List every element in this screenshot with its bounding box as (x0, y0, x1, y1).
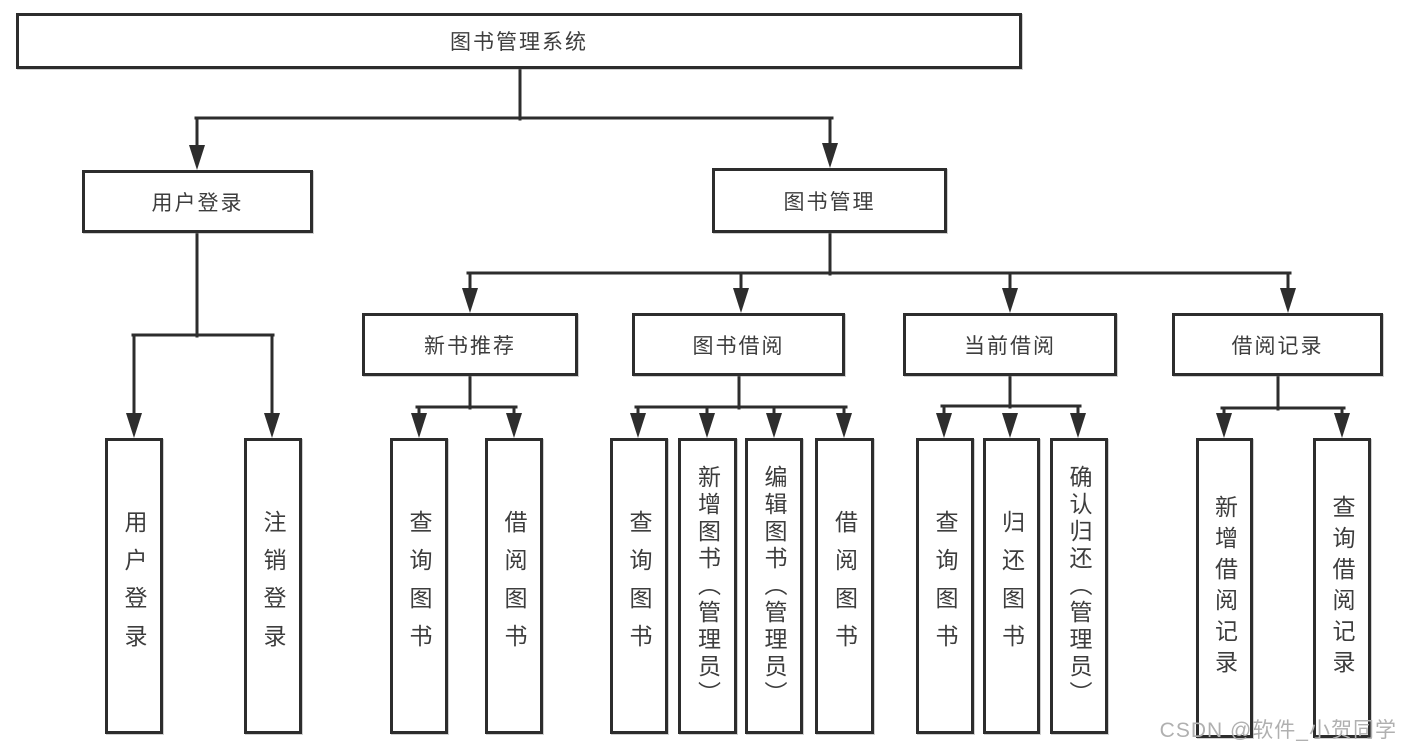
node-query-books-2: 查询图书 (610, 438, 668, 734)
arrowhead-down-icon (1070, 413, 1086, 438)
node-add-books-admin: 新增图书（管理员） (678, 438, 737, 734)
arrowhead-down-icon (1002, 413, 1018, 438)
node-add-borrow-record: 新增借阅记录 (1196, 438, 1253, 738)
watermark-text: CSDN @软件_小贺同学 (1159, 719, 1397, 742)
node-new-book-recommend: 新书推荐 (362, 313, 578, 376)
node-borrow-records: 借阅记录 (1172, 313, 1383, 376)
arrowhead-down-icon (126, 413, 142, 438)
node-query-borrow-record: 查询借阅记录 (1313, 438, 1371, 738)
arrowhead-down-icon (264, 413, 280, 438)
arrowhead-down-icon (1334, 413, 1350, 438)
arrowhead-down-icon (1280, 288, 1296, 313)
node-query-books-3: 查询图书 (916, 438, 974, 734)
node-book-borrowing: 图书借阅 (632, 313, 845, 376)
arrowhead-down-icon (189, 145, 205, 170)
arrowhead-down-icon (1002, 288, 1018, 313)
node-borrow-books-2: 借阅图书 (815, 438, 874, 734)
arrowhead-down-icon (822, 143, 838, 168)
node-query-books-1: 查询图书 (390, 438, 448, 734)
node-user-login: 用户登录 (105, 438, 163, 734)
arrowhead-down-icon (411, 413, 427, 438)
node-book-management: 图书管理 (712, 168, 947, 233)
node-confirm-return-admin: 确认归还（管理员） (1050, 438, 1108, 734)
node-current-borrowing: 当前借阅 (903, 313, 1117, 376)
arrowhead-down-icon (462, 288, 478, 313)
node-logout: 注销登录 (244, 438, 302, 734)
arrowhead-down-icon (630, 413, 646, 438)
node-edit-books-admin: 编辑图书（管理员） (745, 438, 803, 734)
node-user-login-branch: 用户登录 (82, 170, 313, 233)
node-return-books: 归还图书 (983, 438, 1040, 734)
arrowhead-down-icon (1216, 413, 1232, 438)
arrowhead-down-icon (936, 413, 952, 438)
node-borrow-books-1: 借阅图书 (485, 438, 543, 734)
node-root: 图书管理系统 (16, 13, 1022, 69)
arrowhead-down-icon (699, 413, 715, 438)
arrowhead-down-icon (506, 413, 522, 438)
arrowhead-down-icon (733, 288, 749, 313)
arrowhead-down-icon (766, 413, 782, 438)
arrowhead-down-icon (836, 413, 852, 438)
